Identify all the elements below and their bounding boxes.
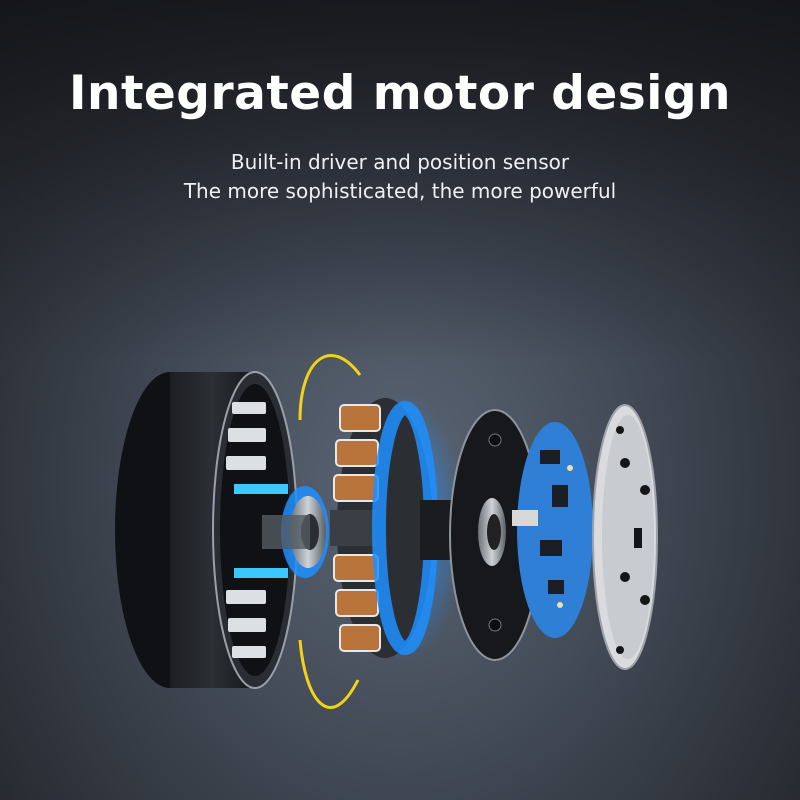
rotation-arc-top [298, 354, 362, 421]
rotation-arc-bottom [298, 639, 360, 709]
rear-cover [592, 404, 658, 670]
subtitle-line-1: Built-in driver and position sensor [230, 150, 570, 174]
rotor-housing [115, 371, 298, 689]
subtitle-line-2: The more sophisticated, the more powerfu… [183, 179, 617, 203]
page-title: Integrated motor design [69, 66, 731, 121]
stator-coils [330, 393, 465, 663]
mount-plate [449, 409, 541, 661]
driver-pcb [512, 422, 593, 638]
bearing [262, 486, 329, 578]
